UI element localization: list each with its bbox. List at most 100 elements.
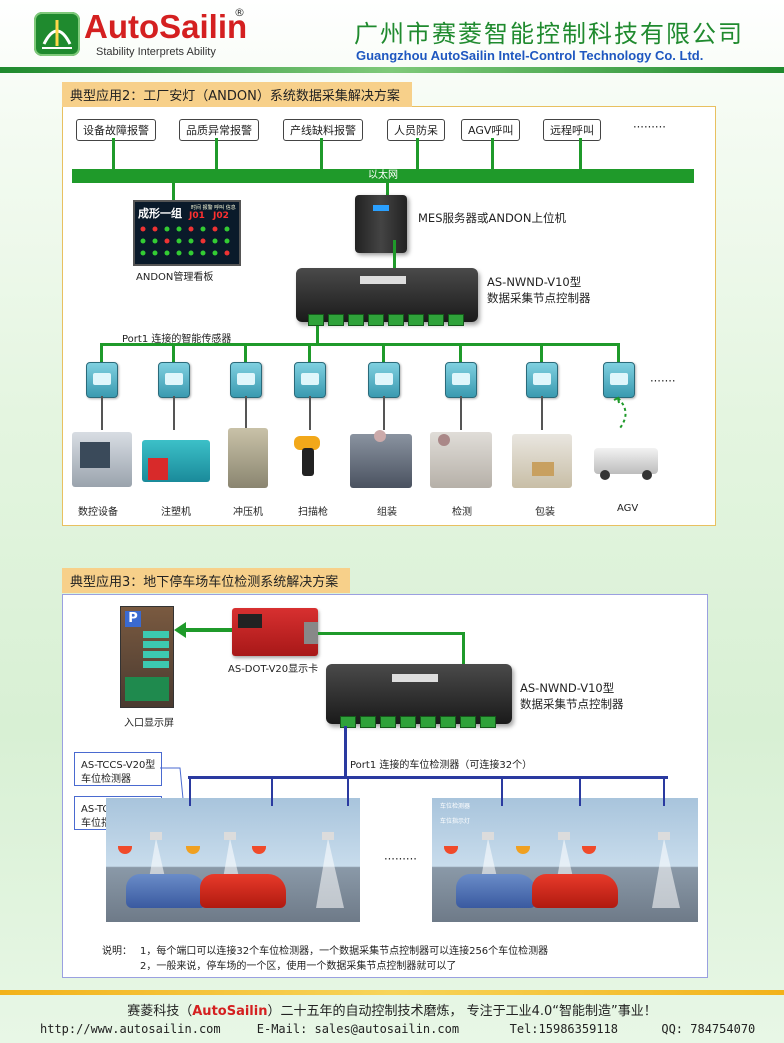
footer-contacts: http://www.autosailin.com E-Mail: sales@… bbox=[40, 1022, 755, 1036]
board-code-1: J01 bbox=[189, 211, 205, 221]
detector-model: AS-TCCS-V20型 bbox=[81, 760, 156, 771]
sensor-link bbox=[308, 343, 311, 363]
data-collector-controller-icon-2 bbox=[326, 664, 512, 724]
sensor-link bbox=[382, 343, 385, 363]
device-label-cnc: 数控设备 bbox=[78, 507, 118, 518]
indicator-light-icon bbox=[582, 846, 596, 854]
alarm-tag-personnel: 人员防呆 bbox=[387, 119, 445, 141]
detector-links-right bbox=[501, 776, 665, 806]
alarm-tag-equipment: 设备故障报警 bbox=[76, 119, 156, 141]
detector-links-left bbox=[189, 776, 349, 806]
tag-link bbox=[491, 138, 494, 170]
sensor-link bbox=[172, 343, 175, 363]
footer-qq: QQ: 784754070 bbox=[661, 1022, 756, 1036]
port-label: Port1 连接的智能传感器 bbox=[122, 334, 232, 345]
board-link bbox=[172, 183, 175, 201]
sensor-link bbox=[617, 343, 620, 363]
tag-link bbox=[215, 138, 218, 170]
sensor-module-icon bbox=[158, 362, 190, 398]
andon-board-label: ANDON管理看板 bbox=[136, 272, 214, 283]
sensor-module-icon bbox=[603, 362, 635, 398]
cnc-machine-icon bbox=[72, 432, 132, 487]
sensor-module-icon bbox=[294, 362, 326, 398]
board-leds-icon bbox=[140, 226, 230, 256]
section3-title: 典型应用3：地下停车场车位检测系统解决方案 bbox=[62, 568, 351, 593]
barcode-scanner-icon bbox=[292, 434, 322, 478]
car-red-icon bbox=[200, 874, 286, 908]
sensor-module-icon bbox=[86, 362, 118, 398]
slogan: Stability Interprets Ability bbox=[96, 46, 216, 58]
board-header: 时间 报警 呼叫 信息 bbox=[191, 205, 236, 211]
footer-tel: Tel:15986359118 bbox=[509, 1022, 618, 1036]
inspection-station-icon bbox=[430, 432, 492, 488]
controller-desc: 数据采集节点控制器 bbox=[487, 291, 591, 305]
section2-title: 典型应用2：工厂安灯（ANDON）系统数据采集解决方案 bbox=[62, 82, 412, 107]
data-collector-controller-icon bbox=[296, 268, 478, 322]
footer-divider bbox=[0, 990, 784, 995]
brand-name: AutoSailin bbox=[84, 8, 248, 45]
entrance-display-label: 入口显示屏 bbox=[124, 718, 174, 729]
footer-slogan: 赛菱科技（AutoSailin）二十五年的自动控制技术磨炼， 专注于工业4.0“… bbox=[0, 1000, 784, 1019]
parking-scene-left bbox=[106, 798, 360, 922]
alarm-tag-agv: AGV呼叫 bbox=[461, 119, 521, 141]
sensor-module-icon bbox=[368, 362, 400, 398]
device-link bbox=[101, 396, 103, 430]
agv-icon bbox=[592, 436, 662, 482]
car-blue-icon bbox=[126, 874, 206, 908]
note-1: 1，每个端口可以连接32个车位检测器，一个数据采集节点控制器可以连接256个车位… bbox=[140, 946, 549, 957]
injection-molding-icon bbox=[142, 440, 210, 482]
controller2-desc: 数据采集节点控制器 bbox=[520, 697, 624, 711]
company-name-en: Guangzhou AutoSailin Intel-Control Techn… bbox=[356, 48, 704, 63]
port-label-2: Port1 连接的车位检测器（可连接32个） bbox=[350, 760, 533, 771]
device-link bbox=[173, 396, 175, 430]
footer-email[interactable]: E-Mail: sales@autosailin.com bbox=[256, 1022, 460, 1036]
devices-more: ······· bbox=[650, 374, 676, 388]
tag-link bbox=[579, 138, 582, 170]
device-link bbox=[309, 396, 311, 430]
card-link-down bbox=[462, 632, 465, 668]
device-label-packaging: 包装 bbox=[535, 507, 555, 518]
indicator-light-icon bbox=[516, 846, 530, 854]
arrow-left-icon bbox=[174, 622, 232, 638]
car-blue-icon bbox=[456, 874, 536, 908]
detector-callout: AS-TCCS-V20型 车位检测器 bbox=[74, 752, 162, 786]
registered-mark: ® bbox=[234, 6, 245, 19]
footer-slogan-b: ）二十五年的自动控制技术磨炼， 专注于工业4.0“智能制造”事业！ bbox=[267, 1004, 657, 1019]
controller-terminals-2 bbox=[340, 716, 504, 728]
footer-website[interactable]: http://www.autosailin.com bbox=[40, 1022, 221, 1036]
assembly-station-icon bbox=[350, 430, 412, 488]
footer-brand: AutoSailin bbox=[192, 1004, 268, 1019]
note-prefix: 说明： bbox=[102, 946, 132, 957]
company-logo-icon bbox=[34, 12, 80, 56]
device-label-injection: 注塑机 bbox=[161, 507, 191, 518]
device-label-agv: AGV bbox=[617, 503, 639, 514]
device-label-stamping: 冲压机 bbox=[233, 507, 263, 518]
indicator-light-icon bbox=[186, 846, 200, 854]
parking-scene-right: 车位检测器 车位指示灯 bbox=[432, 798, 698, 922]
detector-bus bbox=[188, 776, 668, 779]
device-label-assembly: 组装 bbox=[377, 507, 397, 518]
indicator-light-icon bbox=[252, 846, 266, 854]
port-drop bbox=[316, 326, 319, 344]
alarm-more: ········· bbox=[633, 120, 666, 134]
entrance-display-icon: P bbox=[120, 606, 174, 708]
board-code-2: J02 bbox=[213, 211, 229, 221]
sensor-module-icon bbox=[230, 362, 262, 398]
detector-desc: 车位检测器 bbox=[81, 774, 131, 785]
display-card-label: AS-DOT-V20显示卡 bbox=[228, 664, 319, 675]
tag-link bbox=[112, 138, 115, 170]
device-label-inspection: 检测 bbox=[452, 507, 472, 518]
tag-link bbox=[320, 138, 323, 170]
note-2: 2，一般来说，停车场的一个区，使用一个数据采集节点控制器就可以了 bbox=[140, 961, 457, 972]
wireless-link-icon bbox=[613, 396, 627, 429]
parking-sign-letter: P bbox=[125, 611, 141, 627]
sensor-module-icon bbox=[526, 362, 558, 398]
header-divider bbox=[0, 67, 784, 73]
alarm-tag-material: 产线缺料报警 bbox=[283, 119, 363, 141]
sensor-link bbox=[540, 343, 543, 363]
sensor-link bbox=[100, 343, 103, 363]
port-drop-2 bbox=[344, 726, 347, 776]
card-link bbox=[318, 632, 464, 635]
device-link bbox=[383, 396, 385, 430]
server-ctrl-link bbox=[393, 240, 396, 270]
